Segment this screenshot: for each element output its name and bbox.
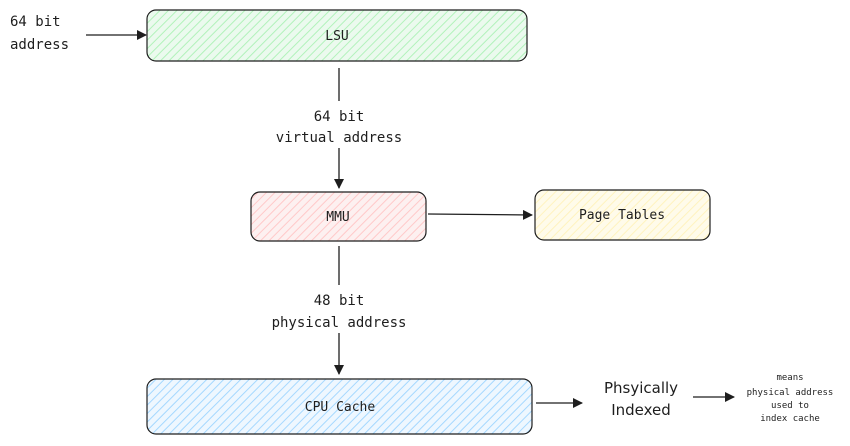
note-line2: physical address <box>747 388 834 398</box>
lsu-box <box>146 9 528 62</box>
note-line4: index cache <box>760 414 820 424</box>
lsu-mmu-label-line2: virtual address <box>276 130 402 146</box>
cpu-cache-label: CPU Cache <box>305 400 376 415</box>
note-line1: means <box>776 373 803 383</box>
cpu-cache-box <box>146 378 533 435</box>
page-tables-label: Page Tables <box>579 208 665 223</box>
page-tables-box <box>534 189 711 241</box>
cache-output-line2: Indexed <box>611 401 671 419</box>
mmu-node[interactable]: MMU <box>250 191 427 242</box>
cpu-cache-node[interactable]: CPU Cache <box>146 378 533 435</box>
mmu-label: MMU <box>326 210 349 225</box>
mmu-cache-label-line2: physical address <box>272 315 407 331</box>
mmu-box <box>250 191 427 242</box>
input-label-line2: address <box>10 37 69 53</box>
lsu-label: LSU <box>325 29 348 44</box>
mmu-pagetables-arrow <box>427 209 533 220</box>
mmu-cache-label-line1: 48 bit <box>314 293 365 309</box>
page-tables-node[interactable]: Page Tables <box>534 189 711 241</box>
note-line3: used to <box>771 401 809 411</box>
cache-output-line1: Phsyically <box>604 379 678 397</box>
input-label-line1: 64 bit <box>10 14 61 30</box>
lsu-node[interactable]: LSU <box>146 9 528 62</box>
lsu-mmu-label-line1: 64 bit <box>314 109 365 125</box>
